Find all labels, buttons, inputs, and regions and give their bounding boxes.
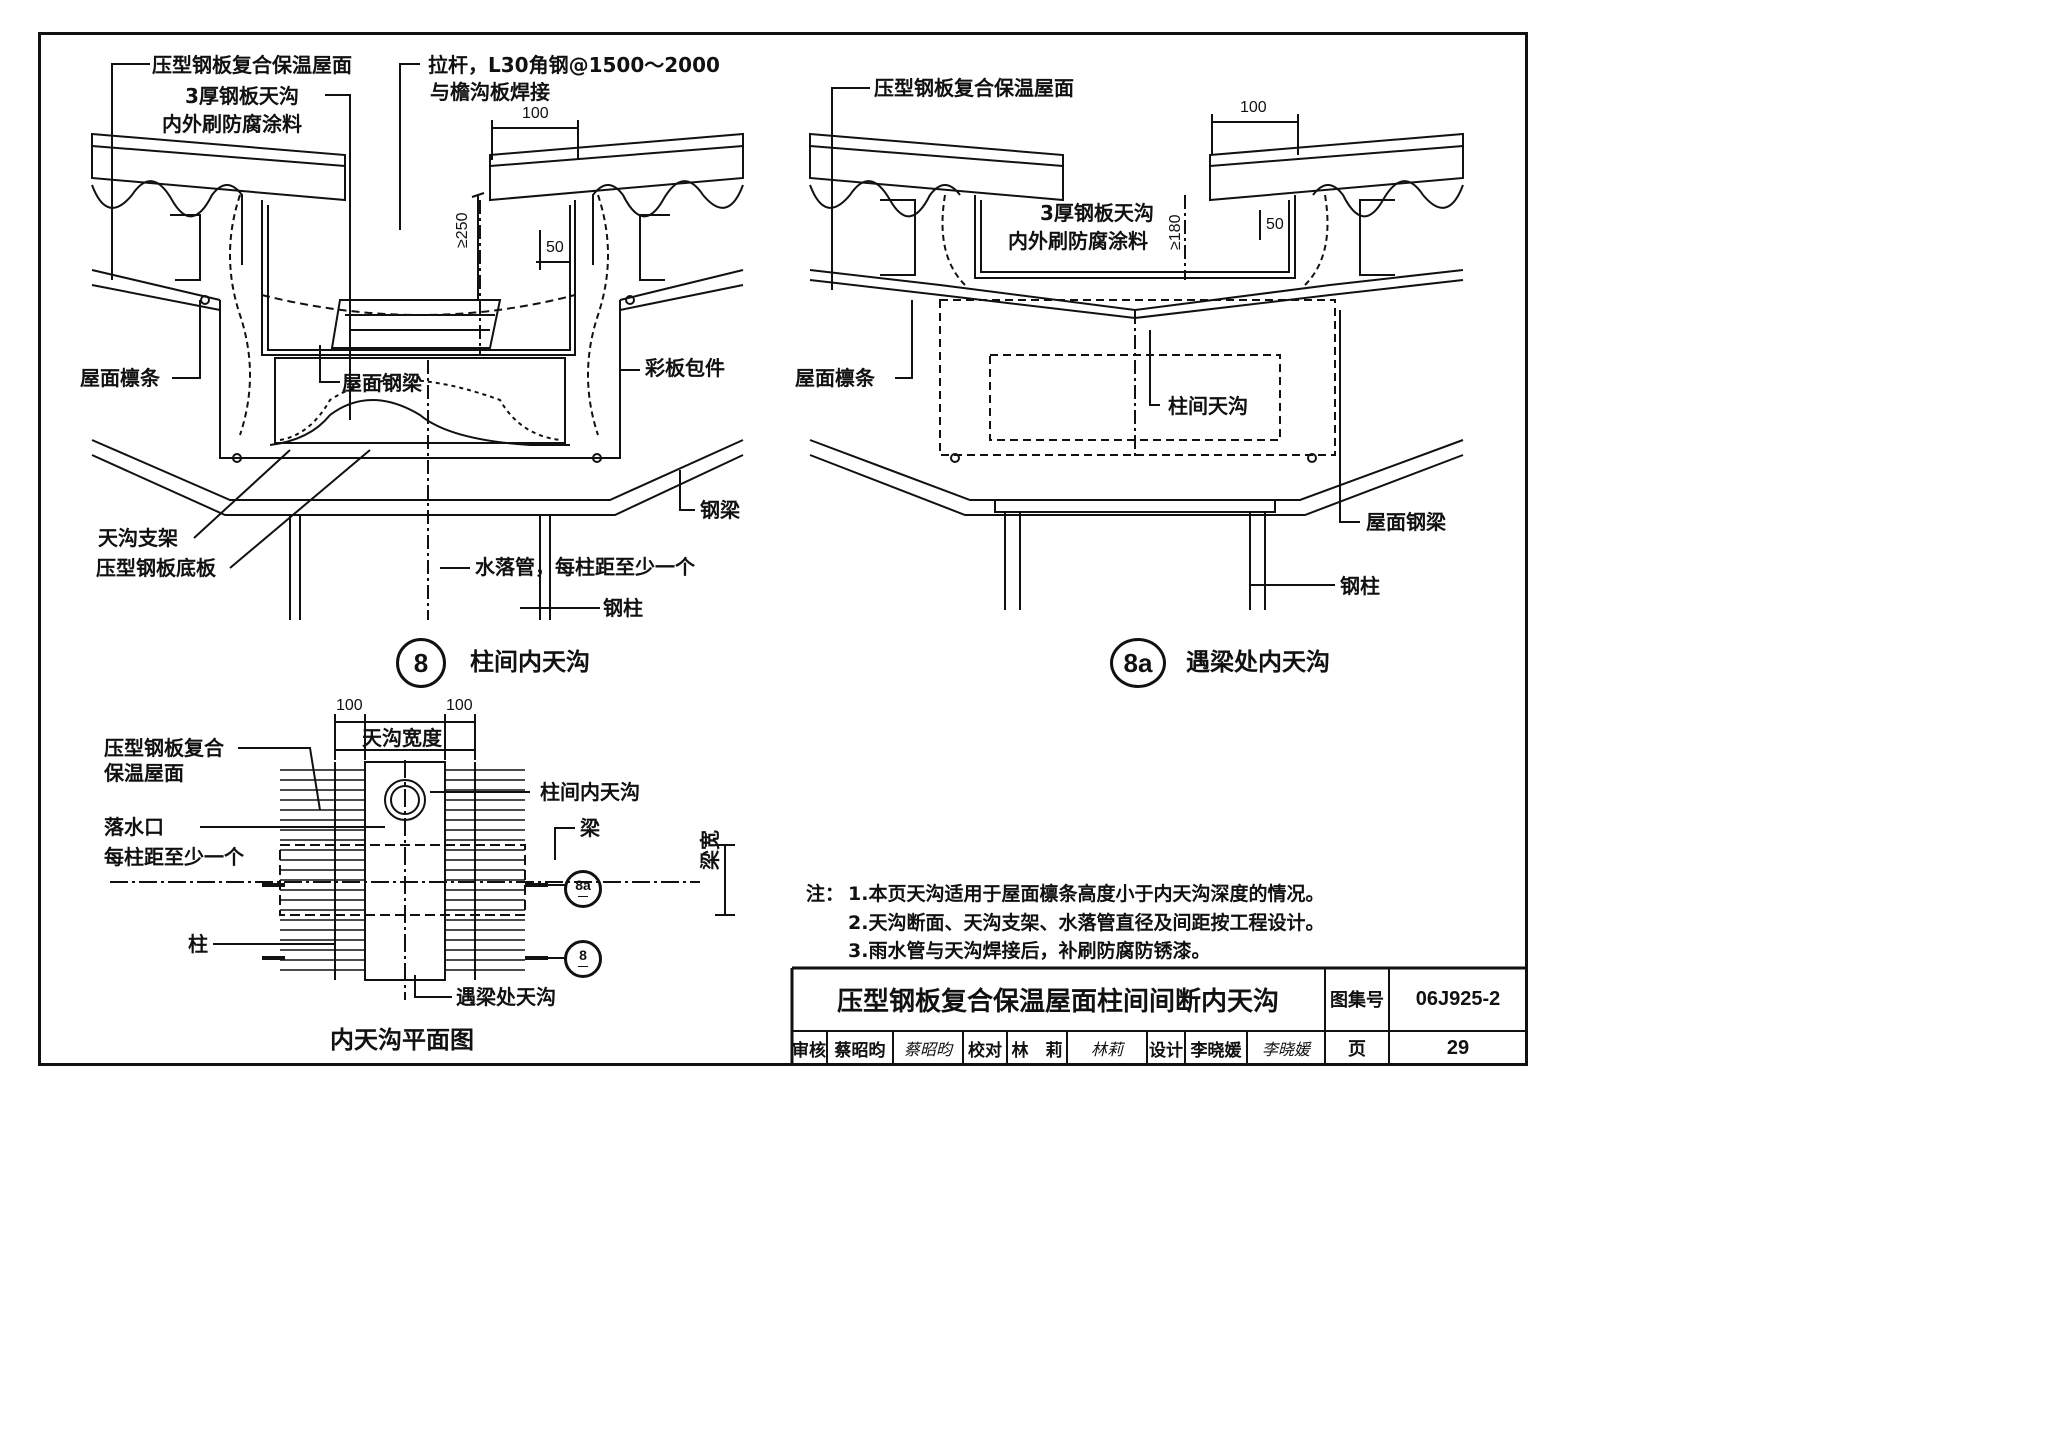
- plan-ref-8a-number: 8a: [575, 877, 591, 893]
- note-2: 2.天沟断面、天沟支架、水落管直径及间距按工程设计。: [848, 912, 1325, 934]
- title-block: 压型钢板复合保温屋面柱间间断内天沟 图集号 06J925-2 审核 蔡昭昀 蔡昭…: [792, 968, 1528, 1066]
- plan-beam-label: 梁: [580, 816, 600, 840]
- plan-ref-8a: 8a—: [564, 870, 602, 908]
- titleblock-check-label: 校对: [964, 1032, 1008, 1066]
- note-1: 1.本页天沟适用于屋面檩条高度小于内天沟深度的情况。: [848, 883, 1325, 905]
- d8-roof-beam-label: 屋面钢梁: [342, 371, 422, 395]
- d8-title: 柱间内天沟: [470, 648, 590, 676]
- d8a-steel-column-label: 钢柱: [1340, 574, 1380, 598]
- d8-tie-label-1: 拉杆，L30角钢@1500～2000: [428, 53, 720, 77]
- d8a-roof-label: 压型钢板复合保温屋面: [874, 76, 1074, 100]
- d8-tie-label-2: 与檐沟板焊接: [430, 80, 550, 104]
- notes-prefix: 注：: [806, 883, 845, 905]
- titleblock-designer-signature: 李晓媛: [1248, 1032, 1326, 1066]
- titleblock-reviewer-signature: 蔡昭昀: [894, 1032, 964, 1066]
- d8-gutter-support-label: 天沟支架: [98, 526, 178, 550]
- titleblock-atlas-number: 06J925-2: [1390, 968, 1528, 1032]
- d8-dim-100: 100: [522, 105, 549, 122]
- d8a-gutter-between-label: 柱间天沟: [1168, 394, 1248, 418]
- d8-gutter-label-2: 内外刷防腐涂料: [162, 112, 302, 136]
- d8-detail-number: 8: [396, 638, 446, 688]
- plan-dim-100-left: 100: [336, 697, 363, 714]
- d8-purlin-label: 屋面檩条: [80, 366, 160, 390]
- plan-title: 内天沟平面图: [330, 1026, 474, 1054]
- d8a-detail-number: 8a: [1110, 638, 1166, 688]
- d8-base-plate-label: 压型钢板底板: [96, 556, 216, 580]
- plan-beam-width-dim: 梁宽: [698, 830, 722, 870]
- d8-gutter-label-1: 3厚钢板天沟: [185, 84, 299, 108]
- plan-roof-label-1: 压型钢板复合: [104, 736, 224, 760]
- d8-roof-label: 压型钢板复合保温屋面: [152, 53, 352, 77]
- plan-ref-8: 8—: [564, 940, 602, 978]
- drawing-frame: [38, 32, 1528, 1066]
- titleblock-page-number: 29: [1390, 1032, 1528, 1066]
- drawing-linework: [91, 63, 1528, 1066]
- plan-roof-label-2: 保温屋面: [104, 761, 184, 785]
- plan-column-label: 柱: [188, 932, 208, 956]
- d8a-purlin-label: 屋面檩条: [795, 366, 875, 390]
- titleblock-page-label: 页: [1326, 1032, 1390, 1066]
- titleblock-atlas-label: 图集号: [1326, 968, 1390, 1032]
- titleblock-title: 压型钢板复合保温屋面柱间间断内天沟: [792, 968, 1326, 1032]
- plan-gutter-between-label: 柱间内天沟: [540, 780, 640, 804]
- d8a-dim-100: 100: [1240, 99, 1267, 116]
- titleblock-designer: 李晓媛: [1186, 1032, 1248, 1066]
- plan-per-column-label: 每柱距至少一个: [104, 845, 244, 869]
- plan-ref-8-dash: —: [578, 961, 588, 972]
- d8a-roof-beam-label: 屋面钢梁: [1366, 510, 1446, 534]
- titleblock-checker: 林 莉: [1008, 1032, 1068, 1066]
- d8a-gutter-label-2: 内外刷防腐涂料: [1008, 229, 1148, 253]
- detail8a-section: [809, 87, 1464, 610]
- titleblock-checker-signature: 林莉: [1068, 1032, 1148, 1066]
- d8-downpipe-label: 水落管，每柱距至少一个: [475, 555, 695, 579]
- plan-outlet-label: 落水口: [104, 815, 164, 839]
- d8-dim-250: ≥250: [454, 212, 471, 248]
- plan-dim-100-right: 100: [446, 697, 473, 714]
- detail8-section: [91, 63, 744, 620]
- d8a-dim-180: ≥180: [1167, 214, 1184, 250]
- titleblock-reviewer: 蔡昭昀: [828, 1032, 894, 1066]
- d8-flashing-label: 彩板包件: [645, 356, 725, 380]
- d8-dim-50: 50: [546, 239, 564, 256]
- d8a-title: 遇梁处内天沟: [1186, 648, 1330, 676]
- plan-gutter-at-beam-label: 遇梁处天沟: [456, 985, 556, 1009]
- plan-gutter-width-dim: 天沟宽度: [362, 726, 442, 750]
- note-3: 3.雨水管与天沟焊接后，补刷防腐防锈漆。: [848, 940, 1211, 962]
- plan-view: [110, 714, 735, 1000]
- titleblock-design-label: 设计: [1148, 1032, 1186, 1066]
- d8-steel-column-label: 钢柱: [603, 596, 643, 620]
- titleblock-review-label: 审核: [792, 1032, 828, 1066]
- d8-steel-beam-label: 钢梁: [700, 498, 740, 522]
- plan-ref-8a-dash: —: [578, 891, 588, 902]
- d8a-gutter-label-1: 3厚钢板天沟: [1040, 201, 1154, 225]
- plan-ref-8-number: 8: [579, 947, 587, 963]
- d8a-dim-50: 50: [1266, 216, 1284, 233]
